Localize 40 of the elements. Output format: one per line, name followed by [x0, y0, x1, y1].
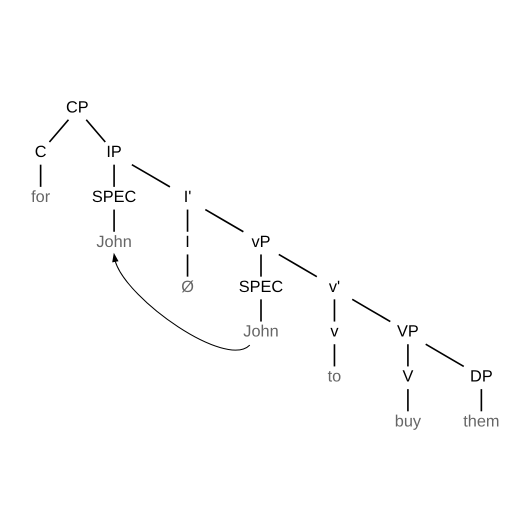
connector	[480, 389, 482, 412]
connector	[186, 254, 188, 277]
node-text: them	[462, 412, 500, 430]
connector	[112, 164, 114, 187]
node-text: VP	[396, 322, 418, 341]
connector	[406, 389, 408, 412]
node-text: John	[242, 322, 278, 341]
connector	[130, 164, 170, 188]
connector	[406, 344, 408, 366]
connector	[39, 164, 41, 187]
node-text: SPEC	[91, 188, 136, 206]
connector	[48, 119, 69, 143]
node-text: buy	[394, 412, 421, 430]
connector	[333, 299, 335, 322]
node-text: John	[96, 232, 132, 251]
connector	[85, 119, 106, 142]
node-text: CP	[66, 98, 88, 116]
node-text: C	[34, 143, 46, 162]
connector	[278, 254, 317, 278]
node-text: I	[184, 232, 190, 251]
connector	[260, 254, 262, 277]
node-text: for	[30, 188, 50, 206]
node-text: IP	[106, 143, 122, 162]
node-text: DP	[470, 368, 492, 386]
connector	[112, 210, 114, 232]
connector	[186, 210, 188, 232]
node-text: Ø	[180, 278, 194, 296]
connector	[333, 344, 335, 366]
connector	[260, 299, 262, 322]
node-text: SPEC	[238, 278, 283, 296]
node-text: v	[330, 322, 338, 341]
connector	[424, 344, 464, 368]
node-text: to	[327, 368, 341, 386]
node-text: I'	[183, 188, 191, 206]
node-text: v'	[328, 278, 340, 296]
arrow	[112, 252, 250, 350]
node-text: vP	[250, 232, 270, 251]
node-text: V	[402, 368, 413, 386]
connector	[351, 298, 390, 322]
connector	[204, 208, 244, 232]
